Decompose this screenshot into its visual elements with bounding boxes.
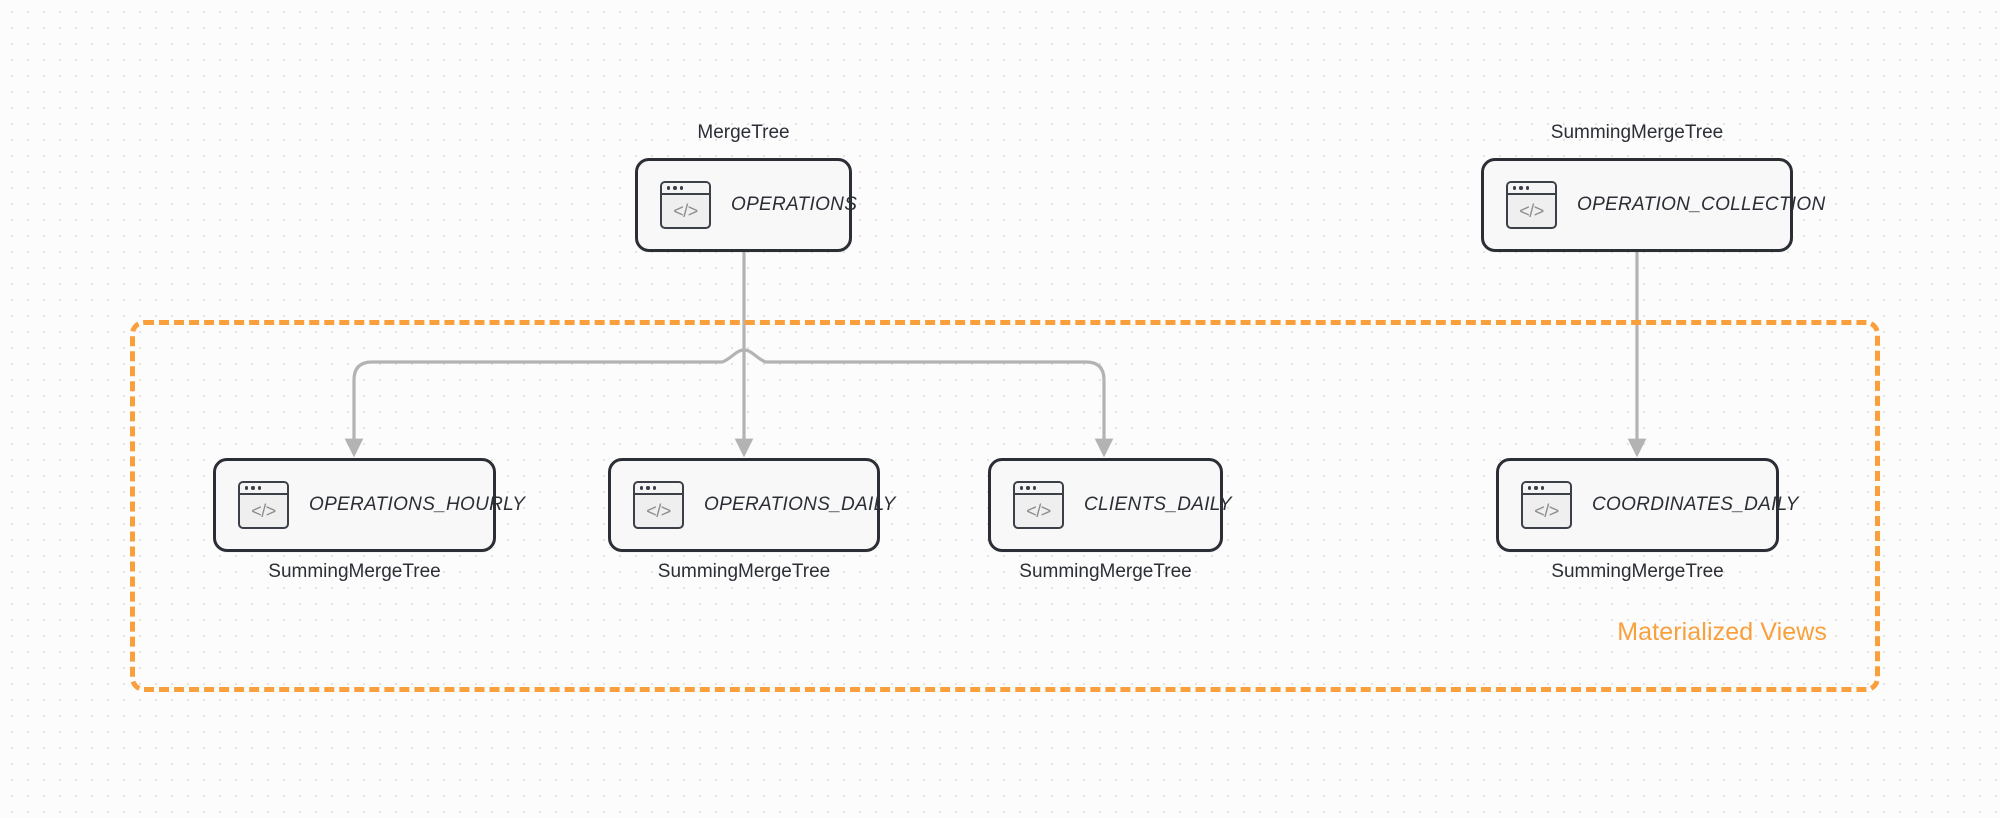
icon-dot — [673, 186, 677, 190]
icon-dot — [667, 186, 671, 190]
node-operations[interactable]: </> OPERATIONS — [635, 158, 857, 252]
icon-dot — [1032, 486, 1037, 490]
icon-dot — [1020, 486, 1024, 490]
icon-dot — [257, 486, 262, 490]
code-window-icon: </> — [660, 181, 711, 229]
icon-dot — [646, 486, 650, 490]
node-label: OPERATION_COLLECTION — [1577, 194, 1826, 215]
icon-titlebar — [240, 483, 287, 495]
icon-dot — [1026, 486, 1030, 490]
node-coordinates-daily[interactable]: </> COORDINATES_DAILY — [1496, 458, 1798, 552]
icon-dot — [640, 486, 644, 490]
code-window-icon: </> — [238, 481, 289, 529]
code-window-icon: </> — [633, 481, 684, 529]
node-label: OPERATIONS_DAILY — [704, 494, 896, 515]
icon-dot — [1534, 486, 1538, 490]
icon-code-glyph: </> — [251, 501, 276, 521]
node-label: OPERATIONS_HOURLY — [309, 494, 526, 515]
node-label: COORDINATES_DAILY — [1592, 494, 1799, 515]
icon-dot — [1528, 486, 1532, 490]
icon-dot — [1525, 186, 1530, 190]
icon-dot — [245, 486, 249, 490]
node-operations-hourly[interactable]: </> OPERATIONS_HOURLY — [213, 458, 525, 552]
icon-code-glyph: </> — [1519, 201, 1544, 221]
icon-dot — [1540, 486, 1545, 490]
icon-dot — [1519, 186, 1523, 190]
code-window-icon: </> — [1521, 481, 1572, 529]
icon-dot — [652, 486, 657, 490]
icon-dot — [1513, 186, 1517, 190]
code-window-icon: </> — [1013, 481, 1064, 529]
materialized-views-label: Materialized Views — [1617, 618, 1827, 646]
icon-code-glyph: </> — [646, 501, 671, 521]
engine-caption-clients-daily: SummingMergeTree — [1019, 561, 1192, 582]
icon-titlebar — [1015, 483, 1062, 495]
icon-titlebar — [1523, 483, 1570, 495]
node-operation-collection[interactable]: </> OPERATION_COLLECTION — [1481, 158, 1825, 252]
node-label: CLIENTS_DAILY — [1084, 494, 1232, 515]
icon-code-glyph: </> — [1026, 501, 1051, 521]
code-window-icon: </> — [1506, 181, 1557, 229]
icon-dot — [679, 186, 684, 190]
node-label: OPERATIONS — [731, 194, 858, 215]
engine-caption-operations-daily: SummingMergeTree — [657, 561, 831, 582]
icon-titlebar — [635, 483, 682, 495]
node-clients-daily[interactable]: </> CLIENTS_DAILY — [988, 458, 1232, 552]
engine-caption-operation-collection: SummingMergeTree — [1550, 122, 1724, 143]
node-operations-daily[interactable]: </> OPERATIONS_DAILY — [608, 458, 895, 552]
icon-code-glyph: </> — [673, 201, 698, 221]
engine-caption-operations-hourly: SummingMergeTree — [268, 561, 441, 582]
icon-titlebar — [1508, 183, 1555, 195]
icon-dot — [251, 486, 255, 490]
engine-caption-coordinates-daily: SummingMergeTree — [1551, 561, 1724, 582]
materialized-views-group: Materialized Views — [130, 320, 1880, 692]
icon-code-glyph: </> — [1534, 501, 1559, 521]
icon-titlebar — [662, 183, 709, 195]
engine-caption-operations: MergeTree — [697, 122, 790, 143]
